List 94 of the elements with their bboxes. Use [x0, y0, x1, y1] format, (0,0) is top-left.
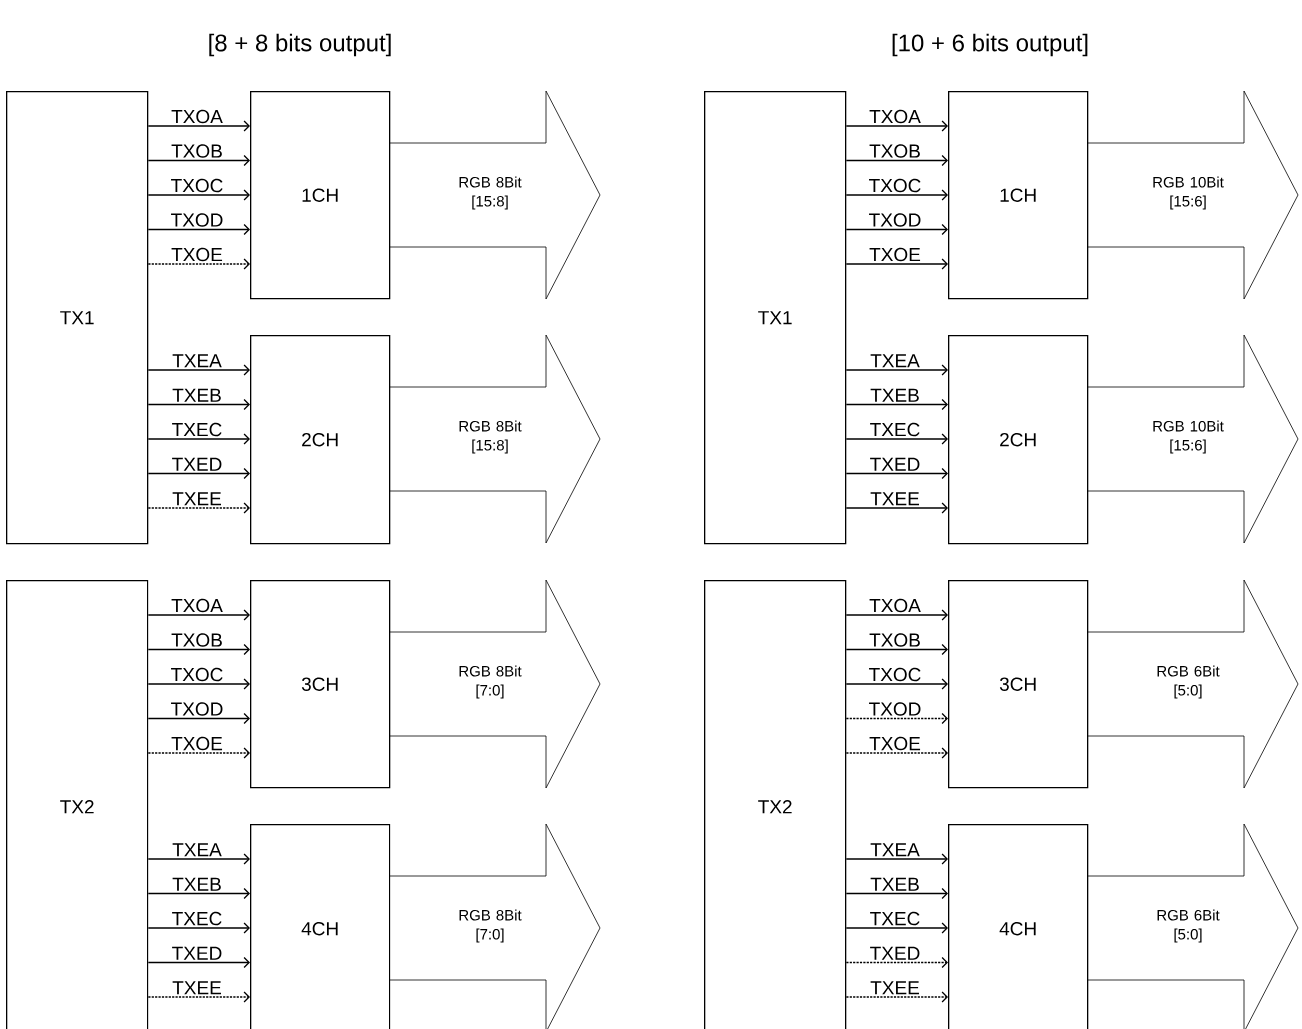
signal-arrow [147, 120, 250, 132]
channel-box: 4CH [948, 824, 1089, 1029]
signal-arrow [845, 258, 948, 270]
signal-label: TXEB [870, 877, 919, 891]
signal-arrow [845, 853, 948, 865]
signal-label: TXOE [171, 736, 223, 751]
signal-arrow [147, 922, 250, 934]
signal-arrow [845, 643, 948, 656]
signal-arrow [845, 712, 948, 725]
signal-arrow [147, 364, 250, 376]
channel-box: 2CH [948, 335, 1089, 545]
signal-arrow [845, 502, 948, 514]
signal-label: TXEE [172, 492, 221, 506]
channel-box: 3CH [250, 580, 391, 789]
signal-arrow [845, 364, 948, 376]
signal-label: TXOB [171, 633, 222, 647]
signal-label: TXOB [869, 144, 920, 158]
signal-label: TXEE [870, 981, 919, 995]
signal-label: TXOA [171, 598, 223, 613]
signal-arrow [147, 433, 250, 445]
signal-label: TXEE [870, 492, 919, 506]
panel-title: [10 + 6 bits output] [892, 33, 1088, 57]
signal-label: TXED [870, 457, 920, 471]
signal-label: TXED [172, 946, 222, 960]
signal-arrow [147, 467, 250, 480]
signal-label: TXOD [171, 213, 223, 227]
signal-label: TXEC [870, 911, 920, 926]
signal-arrow [845, 887, 948, 900]
signal-label: TXOB [869, 633, 920, 647]
signal-arrow [845, 991, 948, 1003]
signal-label: TXOD [869, 702, 921, 716]
panel-title: [8 + 8 bits output] [209, 33, 391, 57]
signal-arrow [845, 922, 948, 934]
signal-label: TXOA [869, 598, 921, 613]
signal-label: TXOE [869, 736, 921, 751]
transmitter-box: TX2 [6, 580, 149, 1029]
signal-arrow [845, 154, 948, 167]
signal-arrow [147, 712, 250, 725]
signal-arrow [147, 502, 250, 514]
signal-arrow [147, 223, 250, 236]
signal-label: TXEB [172, 877, 221, 891]
signal-arrow [147, 678, 250, 690]
signal-label: TXOA [171, 109, 223, 124]
signal-arrow [147, 154, 250, 167]
signal-arrow [147, 643, 250, 656]
signal-arrow [147, 853, 250, 865]
signal-arrow [845, 678, 948, 690]
transmitter-box: TX1 [6, 91, 149, 545]
signal-label: TXED [172, 457, 222, 471]
signal-label: TXEA [172, 843, 222, 857]
signal-label: TXOC [171, 178, 223, 193]
channel-box: 2CH [250, 335, 391, 545]
signal-label: TXOC [869, 667, 921, 682]
signal-label: TXEC [870, 422, 920, 437]
signal-label: TXEB [172, 388, 221, 402]
channel-box: 3CH [948, 580, 1089, 789]
signal-label: TXOC [869, 178, 921, 193]
signal-arrow [845, 433, 948, 445]
transmitter-box: TX1 [704, 91, 847, 545]
channel-box: 1CH [250, 91, 391, 300]
signal-arrow [147, 956, 250, 969]
signal-arrow [147, 398, 250, 411]
signal-label: TXOE [171, 247, 223, 262]
signal-label: TXOE [869, 247, 921, 262]
signal-label: TXEC [172, 422, 222, 437]
signal-arrow [845, 223, 948, 236]
signal-label: TXEA [172, 354, 222, 368]
signal-label: TXOD [171, 702, 223, 716]
signal-arrow [147, 258, 250, 270]
signal-label: TXEB [870, 388, 919, 402]
signal-label: TXOC [171, 667, 223, 682]
signal-arrow [845, 189, 948, 201]
signal-arrow [147, 747, 250, 759]
signal-arrow [845, 467, 948, 480]
signal-label: TXED [870, 946, 920, 960]
signal-label: TXOB [171, 144, 222, 158]
channel-box: 4CH [250, 824, 391, 1029]
signal-arrow [845, 398, 948, 411]
signal-arrow [845, 747, 948, 759]
signal-arrow [147, 991, 250, 1003]
signal-label: TXEC [172, 911, 222, 926]
signal-arrow [845, 956, 948, 969]
signal-label: TXOA [869, 109, 921, 124]
signal-arrow [845, 120, 948, 132]
signal-label: TXEE [172, 981, 221, 995]
signal-arrow [147, 887, 250, 900]
signal-label: TXEA [870, 354, 920, 368]
signal-label: TXEA [870, 843, 920, 857]
signal-label: TXOD [869, 213, 921, 227]
channel-box: 1CH [948, 91, 1089, 300]
signal-arrow [147, 189, 250, 201]
signal-arrow [845, 609, 948, 621]
transmitter-box: TX2 [704, 580, 847, 1029]
signal-arrow [147, 609, 250, 621]
